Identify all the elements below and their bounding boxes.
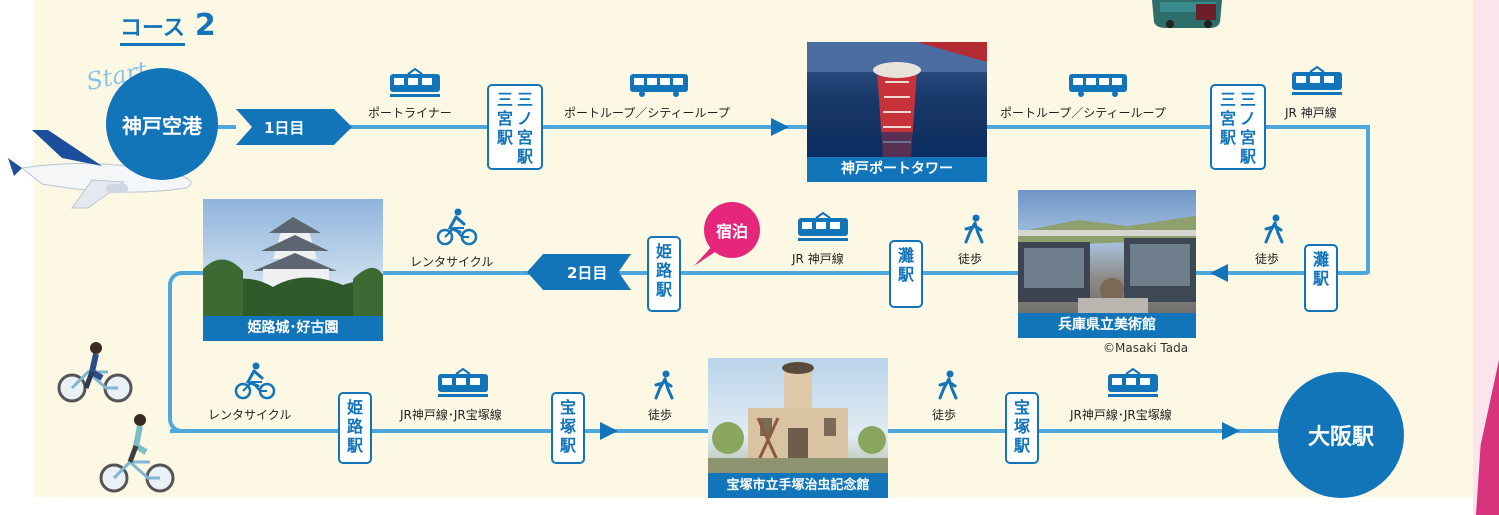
walk-icon <box>964 214 984 244</box>
arrow-head-bottom-2 <box>1222 422 1240 440</box>
caption-himeji-castle: 姫路城･好古園 <box>203 316 383 341</box>
station-sannomiya-1: 三 宮 駅 三 ノ 宮 駅 <box>487 84 543 170</box>
train-icon <box>798 212 848 241</box>
station-himeji-1-label: 姫 路 駅 <box>655 242 672 299</box>
transport-label-jr-line-1: JR神戸線･JR宝塚線 <box>400 408 502 422</box>
bubble-tail <box>694 244 718 266</box>
day1-label: 1日目 <box>264 118 305 137</box>
cyclists-illustration-icon <box>57 342 175 493</box>
day2-label: 2日目 <box>567 263 608 282</box>
station-nada-1: 灘 駅 <box>1304 244 1338 312</box>
station-sannomiya-2-a: 三 宮 駅 <box>1219 90 1236 147</box>
caption-port-tower: 神戸ポートタワー <box>807 157 987 182</box>
station-sannomiya-2-b: 三 ノ 宮 駅 <box>1239 90 1256 166</box>
transport-label-rental-1: レンタサイクル <box>410 255 494 269</box>
bus-illustration-icon <box>1152 0 1222 28</box>
course-label: コース <box>120 10 185 46</box>
transport-label-rental-2: レンタサイクル <box>208 408 292 422</box>
transport-label-walk-2: 徒歩 <box>958 252 983 266</box>
origin-label: 神戸空港 <box>122 113 202 138</box>
route-line-middle <box>180 271 1370 275</box>
station-nada-2-label: 灘 駅 <box>897 246 914 284</box>
route-line-right <box>1366 125 1370 273</box>
transport-label-portliner: ポートライナー <box>368 106 452 120</box>
train-icon <box>390 68 440 97</box>
station-takarazuka-1: 宝 塚 駅 <box>551 392 585 464</box>
stay-label: 宿泊 <box>715 222 748 241</box>
port-tower-icon <box>807 42 987 157</box>
transport-label-jr-kobe-2: JR 神戸線 <box>792 252 844 266</box>
walk-icon <box>1264 214 1284 244</box>
transport-label-portloop-1: ポートループ／シティーループ <box>564 106 730 120</box>
photo-tezuka-museum: 宝塚市立手塚治虫記念館 <box>708 358 888 498</box>
station-nada-2: 灘 駅 <box>889 240 923 308</box>
station-himeji-2: 姫 路 駅 <box>338 392 372 464</box>
transport-label-walk-3: 徒歩 <box>648 408 673 422</box>
bus-icon <box>630 74 688 97</box>
caption-museum: 兵庫県立美術館 <box>1018 313 1196 338</box>
origin-kobe-airport: 神戸空港 <box>106 68 218 180</box>
train-icon <box>1292 66 1342 95</box>
arrow-head-bottom-1 <box>600 422 618 440</box>
course-number: 2 <box>194 8 216 43</box>
walk-icon <box>654 370 674 400</box>
transport-label-jr-kobe-1: JR 神戸線 <box>1285 106 1337 120</box>
day2-arrow: 2日目 <box>527 254 631 290</box>
arrow-head-top <box>771 118 789 136</box>
bicycle-icon <box>436 208 478 246</box>
course-title: コース 2 <box>120 8 216 46</box>
destination-label: 大阪駅 <box>1307 425 1374 450</box>
transport-label-jr-line-2: JR神戸線･JR宝塚線 <box>1070 408 1172 422</box>
tezuka-building-icon <box>708 362 888 473</box>
station-takarazuka-2-label: 宝 塚 駅 <box>1013 398 1030 455</box>
photo-credit: ©Masaki Tada <box>1103 341 1189 355</box>
bus-icon <box>1069 74 1127 97</box>
walk-icon <box>938 370 958 400</box>
arrow-head-middle <box>1210 264 1228 282</box>
station-sannomiya-1-a: 三 宮 駅 <box>496 90 513 147</box>
transport-label-walk-4: 徒歩 <box>932 408 957 422</box>
station-himeji-1: 姫 路 駅 <box>647 236 681 312</box>
station-himeji-2-label: 姫 路 駅 <box>346 398 363 455</box>
bicycle-icon <box>234 362 276 400</box>
museum-icon <box>1018 216 1196 313</box>
castle-icon <box>203 217 383 316</box>
photo-hyogo-museum: 兵庫県立美術館 <box>1018 190 1196 338</box>
photo-himeji-castle: 姫路城･好古園 <box>203 199 383 341</box>
train-icon <box>1108 368 1158 397</box>
caption-tezuka: 宝塚市立手塚治虫記念館 <box>708 473 888 498</box>
destination-osaka-station: 大阪駅 <box>1278 372 1404 498</box>
train-icon <box>438 368 488 397</box>
photo-kobe-port-tower: 神戸ポートタワー <box>807 42 987 182</box>
station-takarazuka-2: 宝 塚 駅 <box>1005 392 1039 464</box>
station-sannomiya-1-b: 三 ノ 宮 駅 <box>516 90 533 166</box>
station-sannomiya-2: 三 宮 駅 三 ノ 宮 駅 <box>1210 84 1266 170</box>
station-nada-1-label: 灘 駅 <box>1312 250 1329 288</box>
transport-label-walk-1: 徒歩 <box>1255 252 1280 266</box>
day1-arrow: 1日目 <box>236 109 352 145</box>
transport-label-portloop-2: ポートループ／シティーループ <box>1000 106 1166 120</box>
station-takarazuka-1-label: 宝 塚 駅 <box>559 398 576 455</box>
